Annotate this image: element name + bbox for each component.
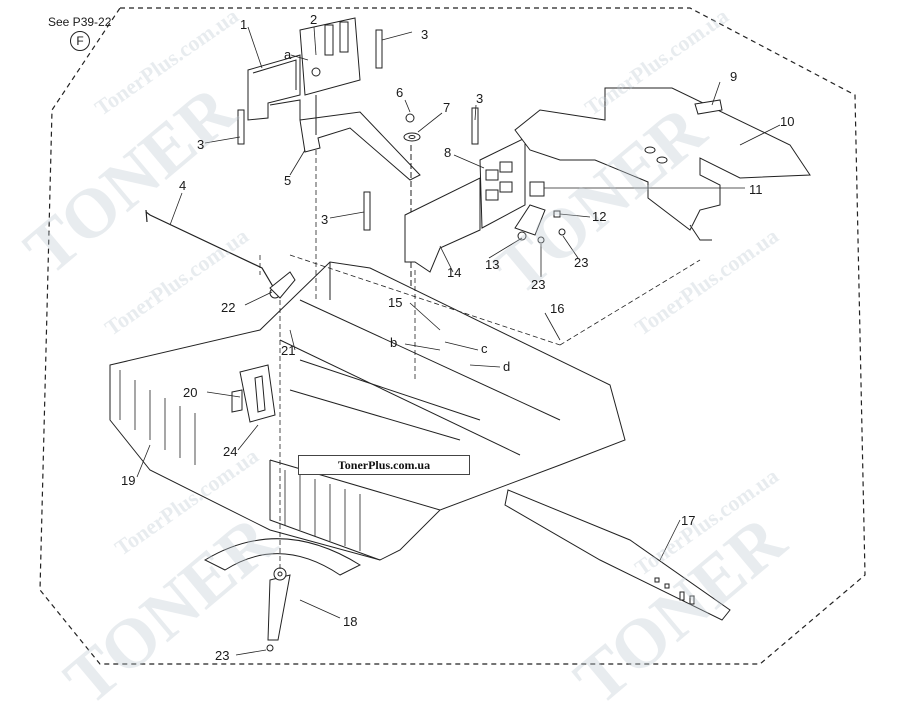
callout-part-12: 12 <box>592 209 607 224</box>
callout-part-23: 23 <box>215 648 230 663</box>
part-10-plate <box>514 87 811 241</box>
callout-part-16: 16 <box>550 301 565 316</box>
callout-part-10: 10 <box>780 114 795 129</box>
part-18-lift-plate <box>203 538 362 652</box>
part-8-14-guide <box>404 137 526 273</box>
callout-part-15: 15 <box>388 295 403 310</box>
callout-part-1: 1 <box>240 17 248 32</box>
callout-part-11: 11 <box>749 182 763 197</box>
callout-letter-d: d <box>503 359 511 374</box>
callout-part-3: 3 <box>476 91 484 106</box>
callout-part-7: 7 <box>443 100 451 115</box>
part-11-13-hardware <box>514 181 566 244</box>
exploded-parts-diagram <box>39 7 866 665</box>
callout-part-9: 9 <box>730 69 738 84</box>
callout-part-5: 5 <box>284 173 292 188</box>
leader-lines <box>136 26 781 656</box>
callout-part-23: 23 <box>574 255 589 270</box>
callout-part-2: 2 <box>310 12 318 27</box>
part-2-lever <box>299 17 361 96</box>
site-stamp: TonerPlus.com.ua <box>298 455 470 475</box>
part-20-21-side-guide <box>231 364 276 423</box>
part-4-rod <box>145 209 276 291</box>
page-reference: See P39-22 <box>48 15 112 29</box>
callout-part-4: 4 <box>179 178 187 193</box>
callout-part-21: 21 <box>281 343 296 358</box>
callout-part-8: 8 <box>444 145 452 160</box>
reference-circle-label: F <box>70 31 90 51</box>
part-5-slider <box>269 95 421 181</box>
part-9-pad <box>694 99 723 115</box>
callout-letter-b: b <box>390 335 398 350</box>
callout-part-3: 3 <box>421 27 429 42</box>
callout-letter-c: c <box>481 341 488 356</box>
callout-part-20: 20 <box>183 385 198 400</box>
callout-part-13: 13 <box>485 257 500 272</box>
callout-letter-a: a <box>284 47 292 62</box>
callout-part-23: 23 <box>531 277 546 292</box>
dashed-boundary <box>39 7 866 665</box>
callout-part-14: 14 <box>447 265 462 280</box>
part-17-bottom-plate <box>504 489 731 621</box>
callout-part-24: 24 <box>223 444 238 459</box>
callout-part-22: 22 <box>221 300 236 315</box>
assembly-lines <box>259 150 701 570</box>
main-tray <box>109 261 626 561</box>
callout-part-3: 3 <box>321 212 329 227</box>
callout-part-3: 3 <box>197 137 205 152</box>
part-1-bracket <box>247 54 301 121</box>
callout-part-17: 17 <box>681 513 696 528</box>
callout-part-19: 19 <box>121 473 136 488</box>
part-22-gear <box>269 271 296 299</box>
callout-part-18: 18 <box>343 614 358 629</box>
callout-part-6: 6 <box>396 85 404 100</box>
part-3-strips <box>237 29 479 231</box>
